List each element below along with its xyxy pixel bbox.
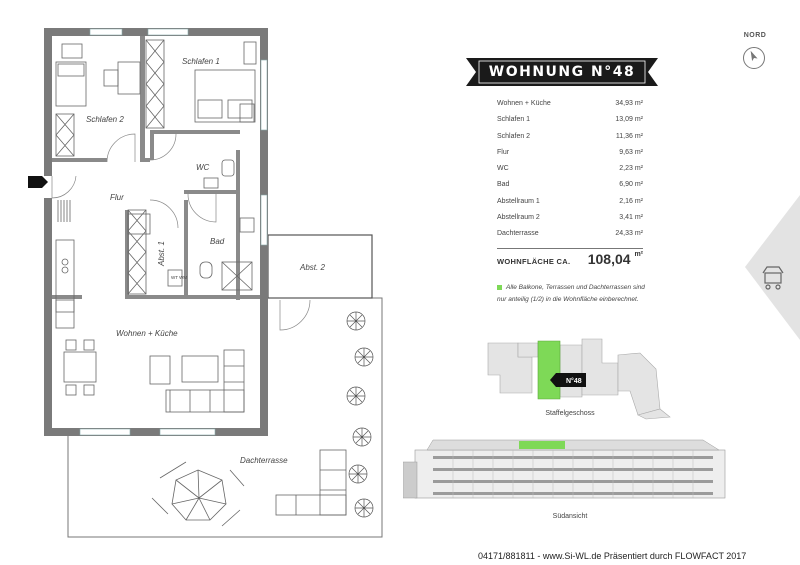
outer-walls (44, 28, 268, 436)
total-value: 108,04 m² (560, 251, 643, 267)
apartment-title: WOHNUNG N°48 (488, 64, 636, 80)
room-label-abst-2: Abst. 2 (299, 263, 325, 272)
room-unit: m² (634, 213, 643, 221)
plant-icons (346, 311, 374, 518)
side-panel (745, 195, 800, 340)
area-row: Flur 9,63 m² (497, 145, 643, 161)
total-unit: m² (634, 251, 643, 258)
room-area: 9,63 (619, 148, 633, 156)
room-name: WC (497, 165, 509, 172)
key-plan: N°48 (487, 338, 671, 420)
room-label-abst-1: Abst. 1 (157, 241, 166, 267)
room-area: 3,41 (619, 213, 633, 221)
compass-icon (743, 47, 765, 69)
room-unit: m² (634, 132, 643, 140)
room-label-flur: Flur (110, 193, 124, 202)
room-label-bad: Bad (210, 237, 225, 246)
area-row: Bad 6,90 m² (497, 177, 643, 193)
elevation-caption: Südansicht (552, 513, 588, 520)
room-area: 2,16 (619, 197, 633, 205)
room-area: 34,93 (615, 100, 633, 107)
area-row: Schlafen 1 13,09 m² (497, 112, 643, 128)
room-name: Flur (497, 148, 510, 156)
market-stall-icon (762, 266, 784, 290)
room-label-wm: WT WM (171, 275, 187, 280)
room-unit: m² (634, 116, 643, 124)
door-swings (51, 133, 217, 229)
total-divider (497, 248, 643, 249)
room-name: Dachterrasse (497, 230, 539, 237)
area-row: Abstellraum 2 3,41 m² (497, 210, 643, 226)
area-row: Schlafen 2 11,36 m² (497, 129, 643, 145)
room-label-dachterrasse: Dachterrasse (240, 456, 288, 465)
total-number: 108,04 (587, 251, 631, 267)
unit-marker-bg (550, 373, 586, 387)
entrance-arrow-icon (28, 176, 48, 188)
area-row: Abstellraum 1 2,16 m² (497, 194, 643, 210)
room-area: 24,33 (615, 230, 633, 237)
area-row: Wohnen + Küche 34,93 m² (497, 96, 643, 112)
area-note: Alle Balkone, Terrassen und Dachterrasse… (497, 282, 645, 305)
title-banner (466, 58, 658, 86)
highlight-unit (537, 340, 561, 400)
green-marker-icon (497, 284, 502, 290)
room-area: 6,90 (619, 181, 633, 189)
room-name: Schlafen 1 (497, 116, 531, 124)
furniture-flur (57, 200, 151, 295)
room-unit: m² (634, 165, 643, 172)
furniture-schlafen-1 (145, 39, 257, 129)
room-name: Wohnen + Küche (497, 100, 551, 107)
room-name: Abstellraum 1 (497, 197, 540, 205)
keyplan-caption: Staffelgeschoss (545, 410, 595, 417)
unit-marker: N°48 (566, 377, 582, 385)
room-unit: m² (634, 197, 643, 205)
room-name: Abstellraum 2 (497, 213, 540, 221)
note-text: Alle Balkone, Terrassen und Dachterrasse… (497, 284, 645, 303)
footer-text: 04171/881811 - www.Si-WL.de Präsentiert … (478, 551, 747, 561)
furniture-dachterrasse (151, 449, 347, 527)
room-name: Schlafen 2 (497, 132, 531, 140)
room-unit: m² (634, 181, 643, 189)
room-unit: m² (634, 148, 643, 156)
furniture-wohnen (55, 239, 245, 413)
area-row: WC 2,23 m² (497, 161, 643, 177)
room-label-schlafen-1: Schlafen 1 (182, 57, 220, 66)
room-area: 13,09 (615, 116, 633, 124)
area-row: Dachterrasse 24,33 m² (497, 226, 643, 242)
room-unit: m² (634, 230, 643, 237)
abstellraum-2-outline (267, 234, 373, 299)
elevation-drawing (403, 439, 726, 499)
terrace-door-swing (279, 299, 311, 331)
room-label-schlafen-2: Schlafen 2 (86, 115, 124, 124)
furniture-bathrooms (167, 159, 255, 291)
room-unit: m² (634, 100, 643, 107)
compass-label: NORD (743, 32, 767, 39)
total-label: WOHNFLÄCHE CA. (497, 257, 571, 266)
room-label-wohnen: Wohnen + Küche (116, 329, 178, 338)
room-area: 2,23 (619, 165, 633, 172)
room-name: Bad (497, 181, 510, 189)
room-area: 11,36 (615, 132, 633, 140)
furniture-schlafen-2 (55, 43, 141, 157)
room-label-wc: WC (196, 163, 210, 172)
area-table: Wohnen + Küche 34,93 m² Schlafen 1 13,09 m… (497, 96, 643, 242)
windows (79, 28, 268, 436)
interior-walls (52, 36, 260, 300)
floor-plan: Schlafen 1 Schlafen 2 WC Flur Abst. 1 Ba… (28, 28, 383, 538)
